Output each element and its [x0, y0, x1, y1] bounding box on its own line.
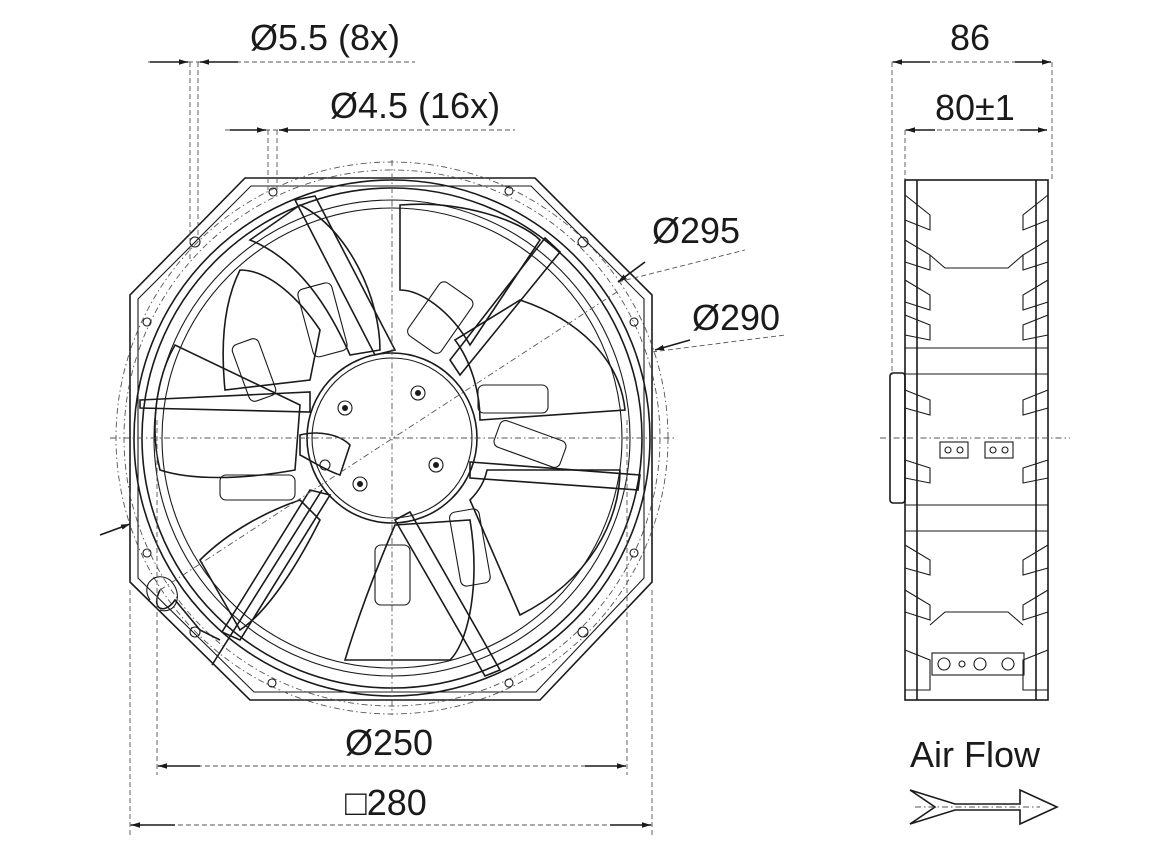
- support-struts: [139, 195, 641, 678]
- side-view: [880, 179, 1070, 701]
- depth-80-dimension: 80±1: [935, 87, 1015, 128]
- hole-small-dimension: Ø4.5 (16x): [330, 85, 500, 126]
- housing-outline: [129, 177, 653, 701]
- double-arrow-right-icon: [909, 788, 1059, 826]
- fan-blades: [154, 203, 626, 661]
- diameter-295-dimension: Ø295: [652, 210, 740, 251]
- mounting-holes: [142, 186, 639, 688]
- hole-large-dimension: Ø5.5 (8x): [250, 17, 400, 58]
- diameter-290-dimension: Ø290: [692, 297, 780, 338]
- diameter-250-dimension: Ø250: [345, 722, 433, 763]
- air-flow: Air Flow: [909, 734, 1059, 826]
- side-dimensions: 86 80±1: [891, 17, 1053, 375]
- square-280-dimension: □280: [345, 782, 427, 823]
- front-dimensions: Ø5.5 (8x) Ø4.5 (16x) Ø295 Ø290 Ø250 □280: [99, 17, 786, 835]
- front-view: [110, 160, 675, 715]
- depth-86-dimension: 86: [950, 17, 990, 58]
- air-flow-label: Air Flow: [910, 734, 1041, 775]
